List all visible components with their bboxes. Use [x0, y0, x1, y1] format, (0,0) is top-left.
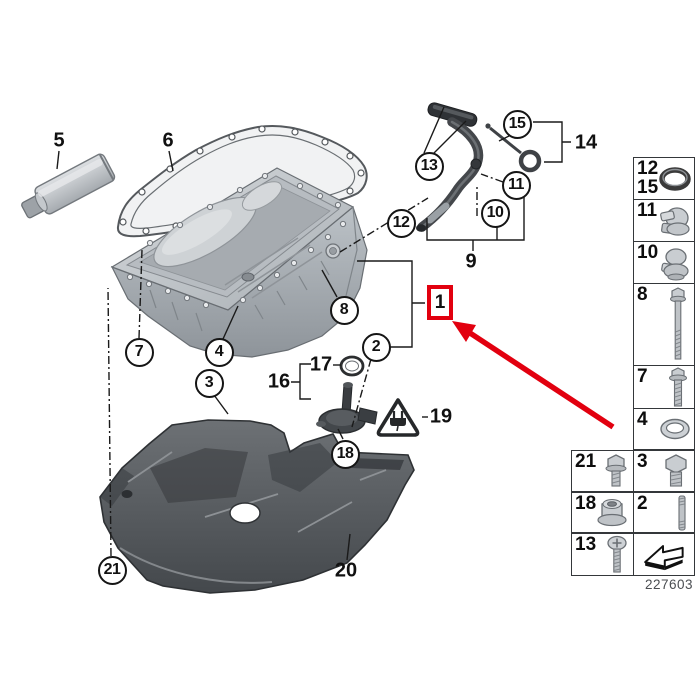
callout-2[interactable]: 2 — [361, 332, 391, 362]
drawing-number: 227603 — [645, 577, 694, 592]
callout-8[interactable]: 8 — [329, 295, 359, 325]
oil-level-sensor-art — [316, 382, 378, 434]
o-ring-icon — [659, 166, 691, 191]
label-17: 17 — [309, 353, 333, 376]
direction-arrow-icon — [644, 544, 684, 570]
flange-bolt-icon — [605, 454, 627, 487]
callout-7[interactable]: 7 — [124, 337, 154, 367]
sealant-tube-art — [21, 153, 116, 219]
highlighted-callout-1[interactable]: 1 — [427, 285, 453, 320]
callout-21[interactable]: 21 — [97, 555, 127, 585]
sidebar-part-13[interactable]: 13 — [571, 533, 634, 576]
highlight-arrow — [452, 321, 615, 430]
dipstick-art — [485, 123, 542, 173]
label-16: 16 — [267, 370, 291, 393]
callout-12[interactable]: 12 — [386, 208, 416, 238]
label-14: 14 — [574, 131, 598, 154]
o-ring-art — [339, 355, 365, 377]
callout-18[interactable]: 18 — [330, 439, 360, 469]
sidebar-part-10[interactable]: 10 — [633, 241, 695, 284]
screw-icon — [607, 535, 627, 573]
callout-4[interactable]: 4 — [204, 337, 234, 367]
dipstick-tube-art — [416, 102, 484, 232]
acoustic-cover-art — [99, 419, 415, 594]
callout-15[interactable]: 15 — [502, 109, 532, 139]
sidebar-part-2[interactable]: 2 — [633, 492, 695, 533]
callout-13[interactable]: 13 — [414, 151, 444, 181]
label-9: 9 — [465, 250, 477, 273]
label-19: 19 — [429, 405, 453, 428]
tube-clip-icon — [660, 206, 690, 236]
warning-triangle-icon — [376, 398, 420, 437]
callout-3[interactable]: 3 — [194, 368, 224, 398]
sidebar-part-11[interactable]: 11 — [633, 199, 695, 242]
sidebar-part-3[interactable]: 3 — [633, 450, 695, 492]
oil-pan-art — [110, 167, 368, 358]
stud-icon — [678, 494, 686, 531]
sidebar-part-18[interactable]: 18 — [571, 492, 634, 533]
sidebar-part-12-15[interactable]: 12 15 — [633, 157, 695, 200]
label-20: 20 — [334, 559, 358, 582]
flange-bolt-icon — [669, 366, 687, 407]
plug-icon — [390, 411, 406, 432]
callout-11[interactable]: 11 — [501, 170, 531, 200]
sidebar-part-21[interactable]: 21 — [571, 450, 634, 492]
flange-nut-icon — [597, 498, 627, 526]
callout-10[interactable]: 10 — [480, 198, 510, 228]
sidebar-part-7[interactable]: 7 — [633, 365, 695, 410]
sidebar-direction-cell — [633, 533, 695, 576]
label-5: 5 — [53, 129, 65, 152]
label-6: 6 — [162, 129, 174, 152]
leader-lines — [56, 106, 571, 561]
tube-clip-icon — [661, 247, 689, 280]
washer-icon — [660, 418, 690, 440]
sidebar-part-4[interactable]: 4 — [633, 408, 695, 450]
long-bolt-icon — [670, 286, 686, 360]
drain-plug-icon — [665, 454, 687, 487]
sidebar-part-8[interactable]: 8 — [633, 283, 695, 366]
